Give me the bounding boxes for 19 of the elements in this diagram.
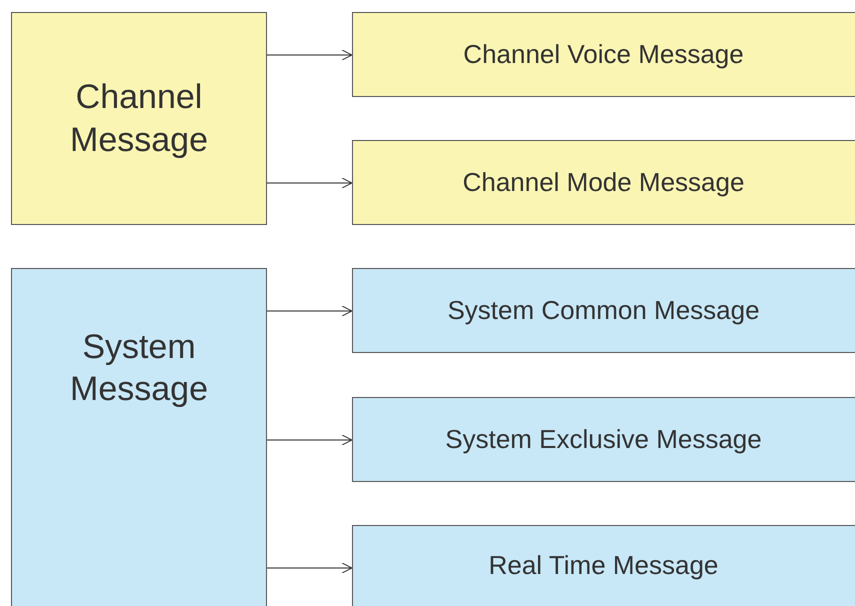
- message-label: Real Time Message: [488, 548, 720, 582]
- message-box: [11, 268, 267, 606]
- message-label: System Common Message: [446, 294, 761, 327]
- message-box: [11, 12, 267, 225]
- message-box: [352, 268, 855, 353]
- arrow: [266, 178, 352, 188]
- message-label: Channel Message: [69, 77, 209, 160]
- message-label: System Message: [69, 326, 209, 410]
- arrow: [266, 562, 352, 574]
- message-label: Channel Mode Message: [462, 166, 746, 199]
- message-label: System Exclusive Message: [444, 423, 763, 456]
- arrow: [266, 306, 352, 316]
- arrow: [266, 434, 352, 446]
- message-label: Channel Voice Message: [462, 38, 745, 71]
- message-box: [352, 140, 855, 225]
- message-box: [352, 525, 855, 606]
- message-box: [352, 397, 855, 482]
- message-box: [352, 12, 855, 97]
- arrow: [266, 50, 352, 60]
